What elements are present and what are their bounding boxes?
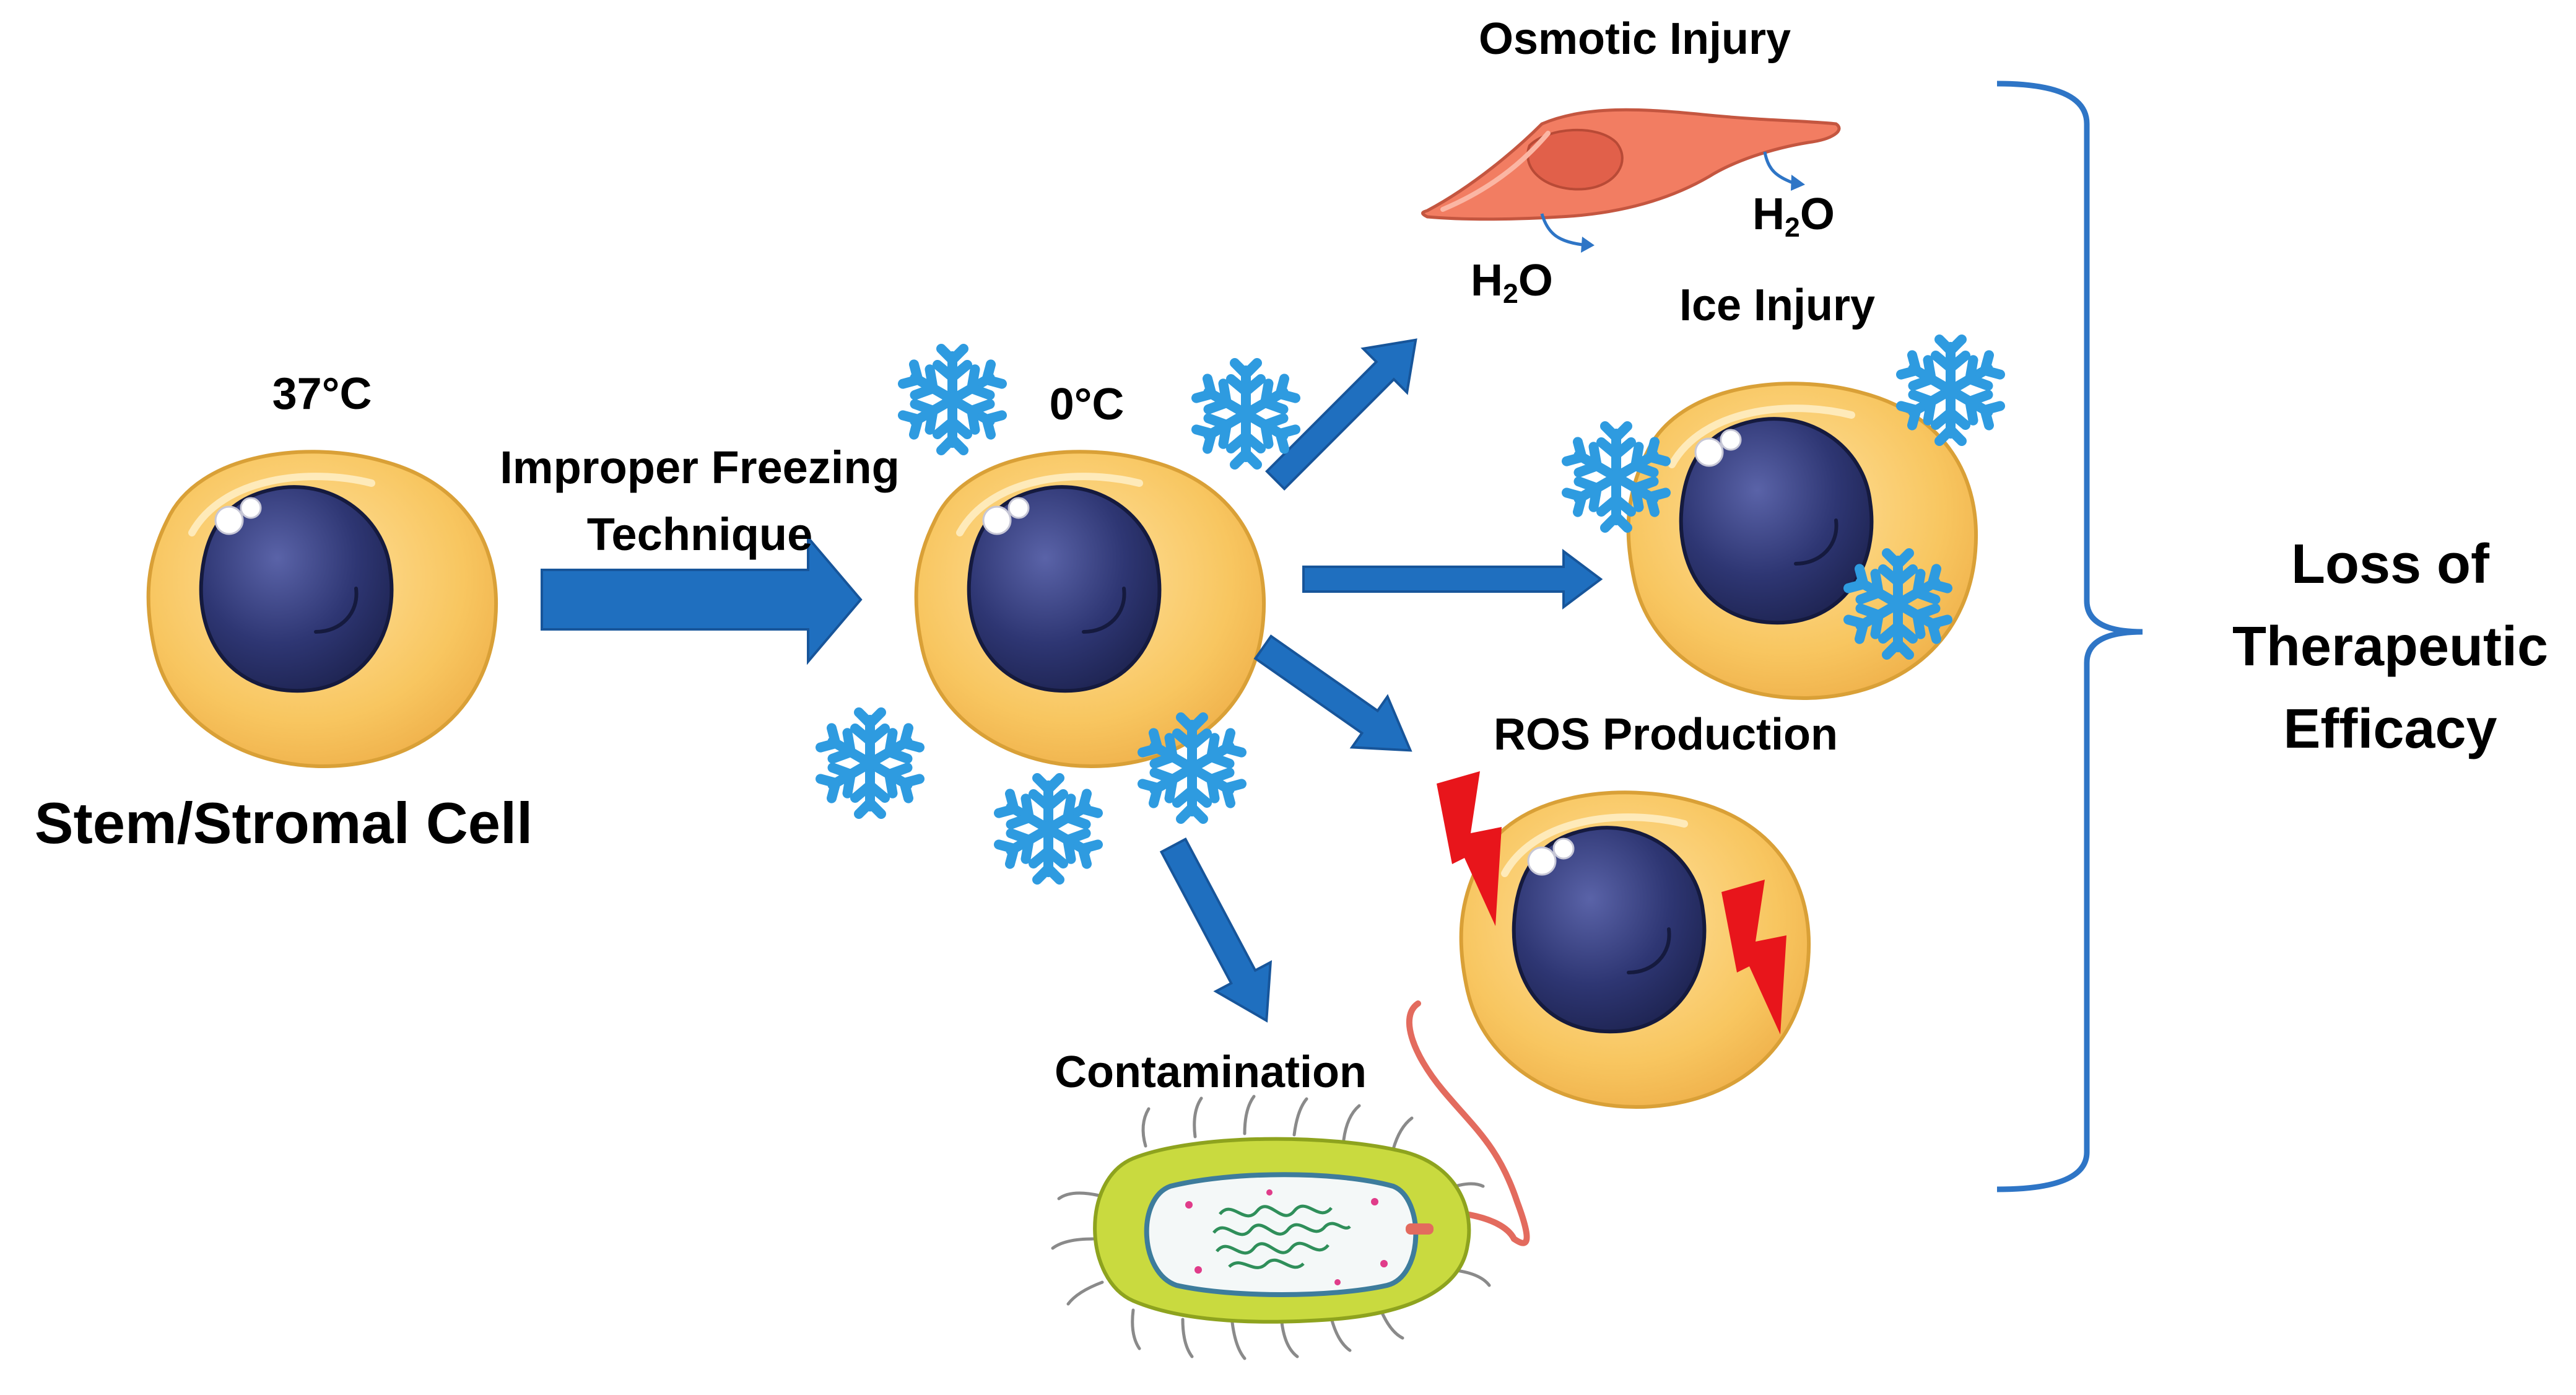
snowflake-icon bbox=[901, 349, 1004, 450]
process-label-line2: Technique bbox=[586, 509, 813, 560]
arrow-freezing bbox=[541, 534, 863, 665]
water-label-right: H2O bbox=[1752, 190, 1835, 243]
contamination-label: Contamination bbox=[1055, 1047, 1367, 1097]
arrow-to-ros bbox=[1253, 634, 1412, 752]
osmotic-injury-label: Osmotic Injury bbox=[1478, 14, 1791, 64]
snowflake-icon bbox=[1847, 553, 1949, 655]
source-cell-label: Stem/Stromal Cell bbox=[34, 790, 533, 855]
stem-cell-37c bbox=[149, 452, 496, 766]
bacterium-icon bbox=[1051, 1000, 1530, 1360]
outcome-label-line2: Therapeutic bbox=[2232, 616, 2549, 678]
snowflake-icon bbox=[819, 712, 921, 814]
snowflake-icon bbox=[1565, 426, 1668, 528]
snowflake-icon bbox=[1899, 339, 2002, 441]
water-label-left: H2O bbox=[1471, 256, 1553, 310]
water-drop-icon bbox=[1540, 151, 1805, 253]
stem-cell-0c bbox=[916, 452, 1264, 766]
snowflake-icon bbox=[997, 778, 1100, 880]
temp-0c-label: 0°C bbox=[1049, 380, 1125, 429]
arrow-to-osmotic bbox=[1265, 338, 1417, 491]
ice-injury-cell bbox=[1629, 383, 1976, 698]
ice-injury-label: Ice Injury bbox=[1679, 281, 1876, 330]
snowflake-icon bbox=[1194, 363, 1297, 465]
process-label-line1: Improper Freezing bbox=[500, 442, 900, 493]
outcome-label-line3: Efficacy bbox=[2283, 698, 2497, 760]
outcome-label-line1: Loss of bbox=[2291, 533, 2490, 595]
ros-production-label: ROS Production bbox=[1494, 710, 1838, 759]
arrow-to-contamination bbox=[1159, 837, 1273, 1023]
snowflake-icon bbox=[1141, 717, 1243, 819]
osmotic-cell bbox=[1421, 108, 1841, 221]
outcome-bracket bbox=[1996, 81, 2143, 1192]
arrow-to-ice bbox=[1302, 549, 1603, 610]
temp-37c-label: 37°C bbox=[272, 369, 372, 419]
